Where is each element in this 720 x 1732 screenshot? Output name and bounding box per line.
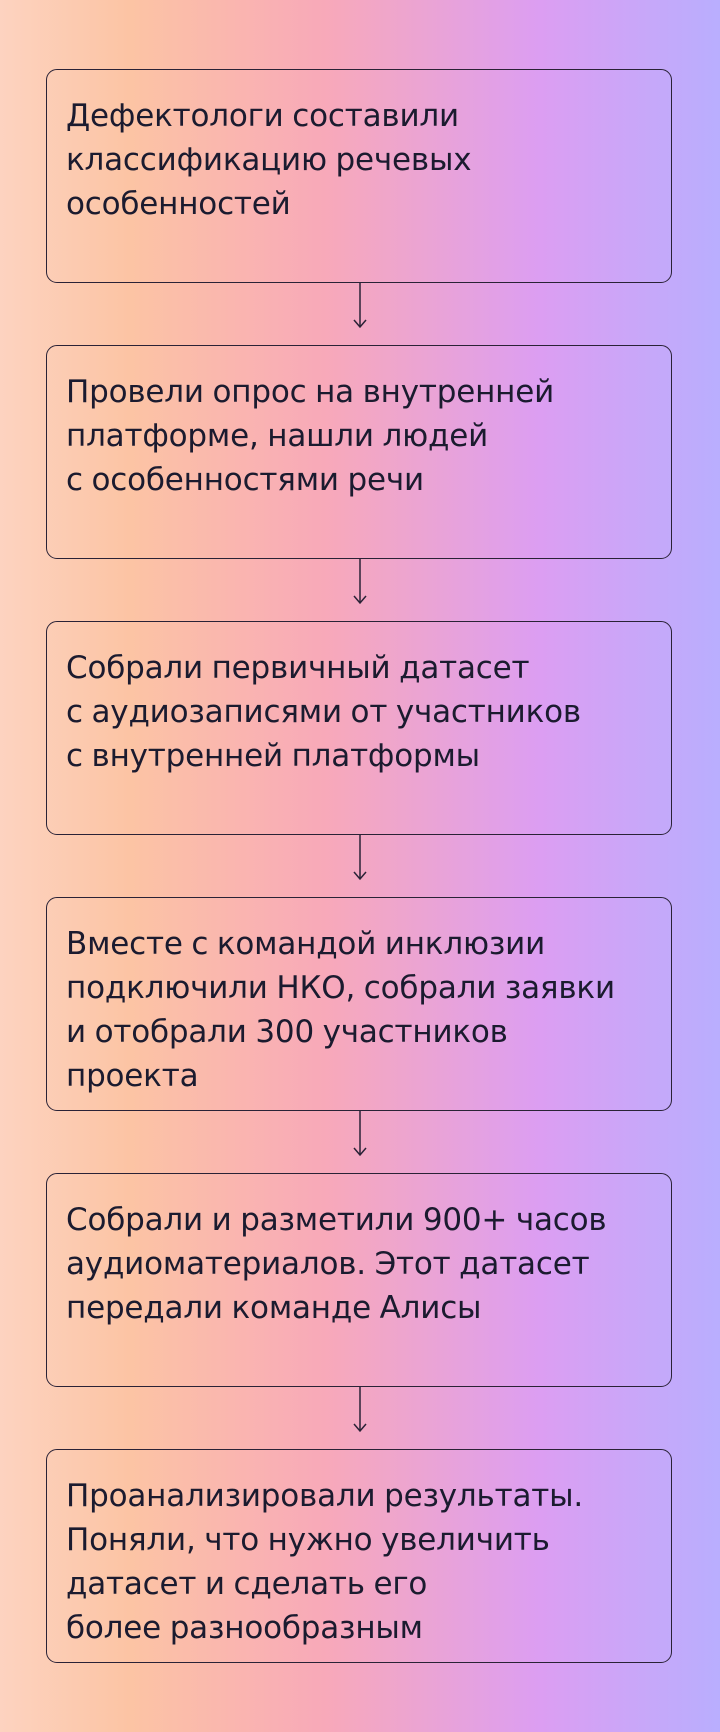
step-6-line-4: более разнообразным <box>66 1610 423 1646</box>
step-text-6: Проанализировали результаты. Поняли, что… <box>66 1474 653 1650</box>
step-text-1: Дефектологи составили классификацию рече… <box>66 94 653 226</box>
step-4-line-2: подключили НКО, собрали заявки <box>66 970 615 1006</box>
step-1-line-2: классификацию речевых <box>66 142 472 178</box>
step-3-line-2: с аудиозаписями от участников <box>66 694 581 730</box>
step-4-line-1: Вместе с командой инклюзии <box>66 926 546 962</box>
step-text-4: Вместе с командой инклюзии подключили НК… <box>66 922 653 1098</box>
step-3-line-3: с внутренней платформы <box>66 738 480 774</box>
step-box-5: Собрали и разметили 900+ часов аудиомате… <box>46 1173 672 1387</box>
step-text-5: Собрали и разметили 900+ часов аудиомате… <box>66 1198 653 1330</box>
step-box-3: Собрали первичный датасет с аудиозаписям… <box>46 621 672 835</box>
step-box-6: Проанализировали результаты. Поняли, что… <box>46 1449 672 1663</box>
step-2-line-1: Провели опрос на внутренней <box>66 374 555 410</box>
step-5-line-2: аудиоматериалов. Этот датасет <box>66 1246 590 1282</box>
step-6-line-2: Поняли, что нужно увеличить <box>66 1522 550 1558</box>
step-1-line-3: особенностей <box>66 186 291 222</box>
arrow-down-icon <box>353 835 367 881</box>
arrow-down-icon <box>353 1387 367 1433</box>
step-3-line-1: Собрали первичный датасет <box>66 650 530 686</box>
arrow-down-icon <box>353 1111 367 1157</box>
step-1-line-1: Дефектологи составили <box>66 98 459 134</box>
step-text-2: Провели опрос на внутренней платформе, н… <box>66 370 653 502</box>
step-box-4: Вместе с командой инклюзии подключили НК… <box>46 897 672 1111</box>
step-6-line-1: Проанализировали результаты. <box>66 1478 584 1514</box>
step-4-line-3: и отобрали 300 участников <box>66 1014 508 1050</box>
step-2-line-2: платформе, нашли людей <box>66 418 489 454</box>
step-text-3: Собрали первичный датасет с аудиозаписям… <box>66 646 653 778</box>
step-5-line-3: передали команде Алисы <box>66 1290 482 1326</box>
arrow-down-icon <box>353 283 367 329</box>
step-2-line-3: с особенностями речи <box>66 462 424 498</box>
step-box-1: Дефектологи составили классификацию рече… <box>46 69 672 283</box>
step-box-2: Провели опрос на внутренней платформе, н… <box>46 345 672 559</box>
step-5-line-1: Собрали и разметили 900+ часов <box>66 1202 607 1238</box>
step-6-line-3: датасет и сделать его <box>66 1566 428 1602</box>
arrow-down-icon <box>353 559 367 605</box>
step-4-line-4: проекта <box>66 1058 199 1094</box>
